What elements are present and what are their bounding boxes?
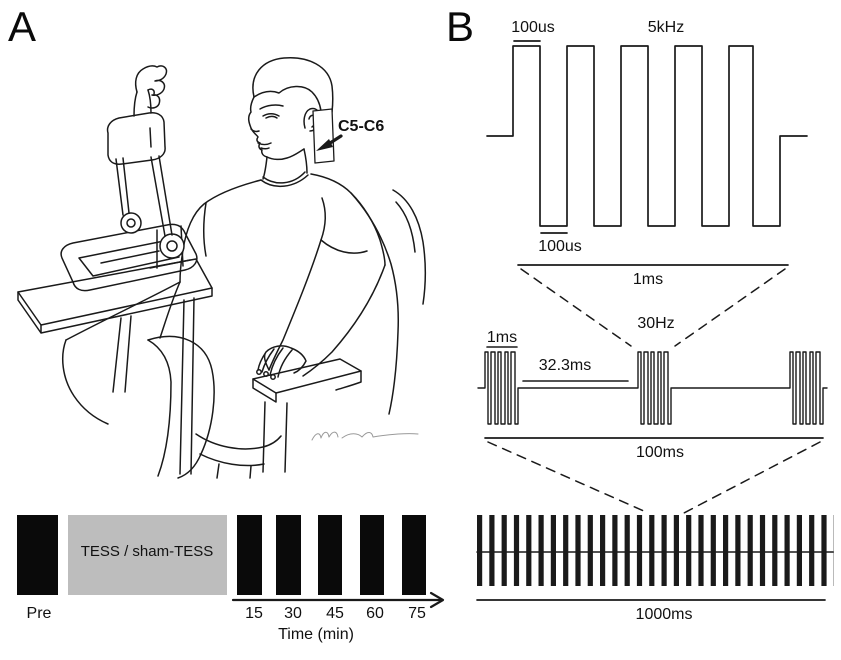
post-bar-60	[360, 515, 384, 595]
thigh-outer	[61, 339, 109, 425]
armpit-right	[320, 197, 326, 241]
seat-cushion	[195, 433, 282, 467]
train-scale-label: 1000ms	[635, 606, 693, 623]
time-axis-arrowhead	[429, 591, 445, 609]
face-profile	[247, 96, 305, 161]
intervention-box	[68, 515, 227, 595]
burst-frequency-label: 30Hz	[637, 315, 675, 332]
eye	[262, 113, 280, 119]
head-hair	[252, 57, 334, 113]
device-joint-pin	[166, 240, 178, 252]
device-joint	[120, 212, 142, 234]
post-bar-15	[237, 515, 262, 595]
neck	[262, 148, 308, 180]
thigh-inner	[159, 281, 181, 339]
carrier-scale-label: 1ms	[632, 271, 664, 288]
train-waveform	[476, 515, 834, 601]
arm-robot-device	[17, 65, 213, 475]
tick-60: 60	[366, 605, 384, 622]
thigh-top	[65, 281, 181, 341]
armrest-post	[262, 401, 288, 473]
pre-bar	[17, 515, 58, 595]
burst-waveform	[477, 346, 828, 515]
chair-front-legs	[216, 463, 252, 479]
knee-inner	[147, 339, 172, 477]
electrode-arrow-head	[316, 139, 333, 151]
device-base	[60, 223, 198, 292]
zoom-dash-right-1	[674, 268, 786, 347]
forearm-right-inner	[268, 239, 322, 371]
carrier-negative-width-label: 100us	[538, 238, 582, 255]
table-edge	[17, 287, 213, 334]
intervention-label: TESS / sham-TESS	[80, 543, 214, 560]
hand-right	[257, 345, 307, 378]
inter-burst-interval-label: 32.3ms	[538, 357, 592, 374]
torso-right	[310, 173, 386, 266]
back-edge	[350, 192, 399, 415]
zoom-dash-left-1	[520, 268, 632, 347]
pre-label: Pre	[26, 605, 52, 622]
device-base-inner	[78, 239, 180, 277]
burst-scale-label: 100ms	[635, 444, 685, 461]
tick-75: 75	[408, 605, 426, 622]
artist-signature	[311, 431, 419, 441]
chair-back	[392, 189, 426, 305]
table-legs	[112, 297, 195, 475]
burst-trace	[477, 351, 828, 425]
sleeve-left-seam	[203, 202, 207, 257]
knee-outer	[147, 335, 215, 479]
electrode-patch	[312, 108, 335, 164]
device-cuff	[106, 112, 166, 165]
sleeve-right-hem	[320, 239, 368, 254]
torso-left	[179, 179, 262, 283]
carrier-positive-width-label: 100us	[511, 19, 555, 36]
device-joint	[159, 233, 185, 259]
post-bar-75	[402, 515, 426, 595]
zoom-dash-right-2	[681, 441, 821, 515]
panel-a-label: A	[8, 3, 37, 50]
burst-duration-label: 1ms	[486, 329, 518, 346]
person-illustration	[61, 57, 426, 479]
protocol-timeline	[17, 515, 445, 609]
post-bar-30	[276, 515, 301, 595]
electrode-level-label: C5-C6	[338, 118, 385, 135]
armrest-rail	[335, 370, 362, 391]
panel-b-label: B	[446, 3, 475, 50]
device-joint-pin	[126, 218, 136, 228]
hand-left	[134, 65, 168, 109]
post-bar-45	[318, 515, 342, 595]
mouth	[257, 142, 272, 150]
carrier-waveform	[486, 40, 808, 347]
tick-30: 30	[284, 605, 302, 622]
nostril	[250, 128, 260, 133]
forearm-left	[133, 89, 152, 117]
time-axis-label: Time (min)	[278, 626, 354, 643]
armrest-front	[252, 378, 277, 403]
electrode-callout	[312, 108, 343, 164]
device-splint-bars	[115, 155, 173, 237]
fingertip	[256, 369, 262, 375]
zoom-dash-left-2	[487, 441, 647, 513]
tick-45: 45	[326, 605, 344, 622]
carrier-trace	[486, 45, 808, 227]
forearm-right-outer	[302, 264, 386, 377]
tick-15: 15	[245, 605, 263, 622]
carrier-frequency-label: 5kHz	[647, 19, 685, 36]
collar	[260, 171, 309, 187]
eyebrow	[259, 104, 284, 110]
